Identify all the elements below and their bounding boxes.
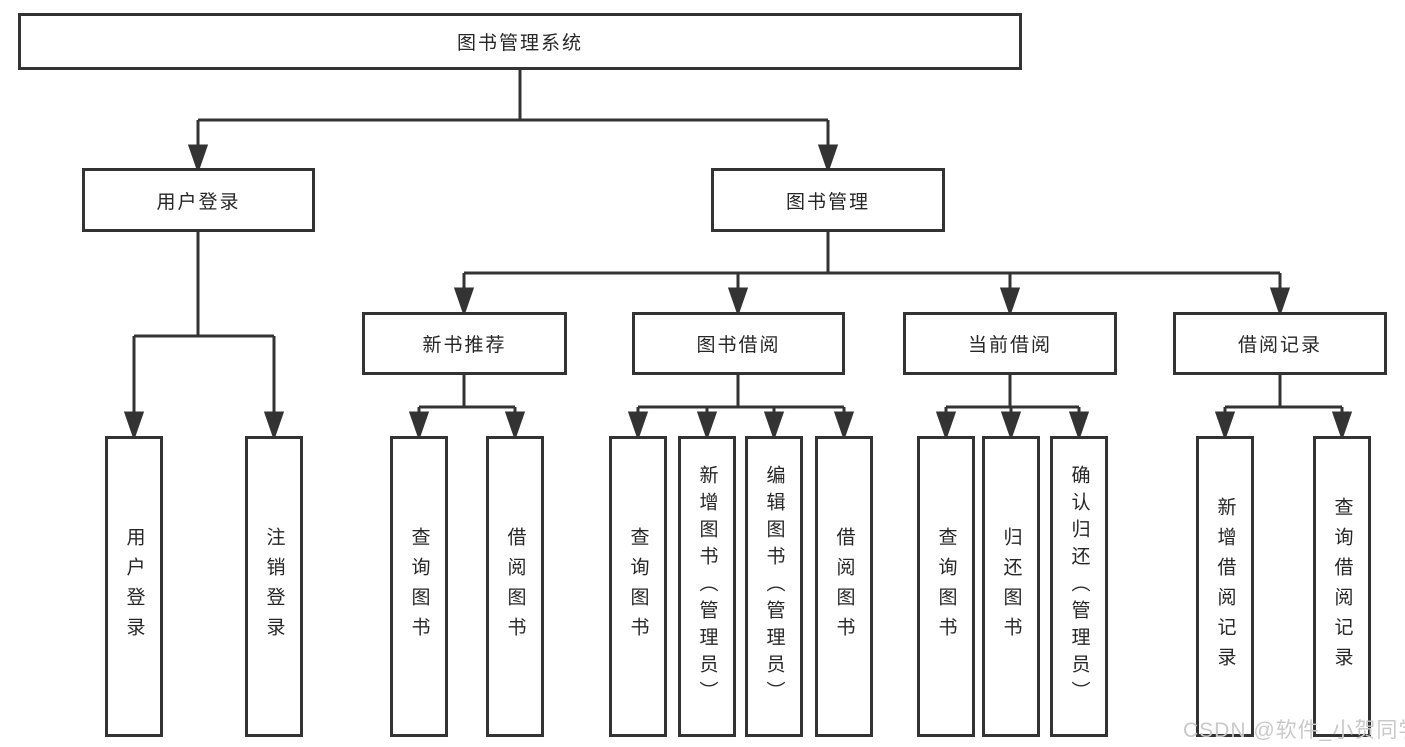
node-borrowing-records: 借阅记录: [1173, 312, 1387, 375]
connector-records-to-leaves: [1214, 374, 1353, 441]
node-label: 当前借阅: [967, 335, 1052, 356]
node-records-add-record: 新增借阅记录: [1196, 436, 1254, 737]
node-label: 图书管理: [785, 191, 870, 213]
node-new-book-recommendation: 新书推荐: [362, 312, 567, 375]
node-label: 注销登录: [263, 526, 285, 647]
node-borrowing-edit-books-admin: 编辑图书（管理员）: [745, 436, 803, 737]
node-label: 确认归还（管理员）: [1068, 465, 1090, 708]
node-label: 新增借阅记录: [1214, 496, 1236, 677]
connector-book-management-to-level3: [453, 232, 1291, 317]
node-recommend-borrow-books: 借阅图书: [486, 436, 544, 737]
node-label: 用户登录: [123, 526, 145, 647]
node-label: 借阅图书: [833, 526, 855, 647]
node-current-borrowing: 当前借阅: [903, 312, 1117, 375]
node-label: 查询借阅记录: [1331, 496, 1353, 677]
node-current-query-books: 查询图书: [917, 436, 975, 737]
node-borrowing-add-books-admin: 新增图书（管理员）: [678, 436, 736, 737]
node-label: 图书借阅: [696, 335, 781, 356]
node-label: 新书推荐: [422, 335, 507, 356]
node-label: 用户登录: [156, 191, 241, 213]
node-label: 查询图书: [627, 526, 649, 647]
node-label: 查询图书: [935, 526, 957, 647]
connector-root-to-level2: [187, 70, 839, 174]
connector-user-login-to-leaves: [123, 232, 285, 441]
node-user-login-leaf: 用户登录: [105, 436, 163, 737]
node-borrowing-query-books: 查询图书: [609, 436, 667, 737]
node-label: 图书管理系统: [456, 33, 583, 54]
node-current-return-books: 归还图书: [982, 436, 1040, 737]
node-label: 查询图书: [408, 526, 430, 647]
node-user-login: 用户登录: [82, 168, 315, 232]
node-label: 借阅图书: [504, 526, 526, 647]
node-current-confirm-return-admin: 确认归还（管理员）: [1050, 436, 1108, 737]
node-book-management: 图书管理: [711, 168, 945, 232]
node-label: 借阅记录: [1237, 335, 1322, 356]
connector-borrowing-to-leaves: [627, 374, 855, 441]
connector-recommendation-to-leaves: [408, 374, 526, 441]
node-label: 新增图书（管理员）: [696, 465, 718, 708]
watermark: CSDN @软件_小贺同学: [1183, 719, 1405, 742]
node-records-query-record: 查询借阅记录: [1313, 436, 1371, 737]
node-label: 编辑图书（管理员）: [763, 465, 785, 708]
connector-current-to-leaves: [935, 374, 1090, 441]
node-recommend-query-books: 查询图书: [390, 436, 448, 737]
node-library-management-system: 图书管理系统: [18, 13, 1022, 70]
node-logout: 注销登录: [245, 436, 303, 737]
node-label: 归还图书: [1000, 526, 1022, 647]
node-book-borrowing: 图书借阅: [632, 312, 845, 375]
node-borrowing-borrow-books: 借阅图书: [815, 436, 873, 737]
